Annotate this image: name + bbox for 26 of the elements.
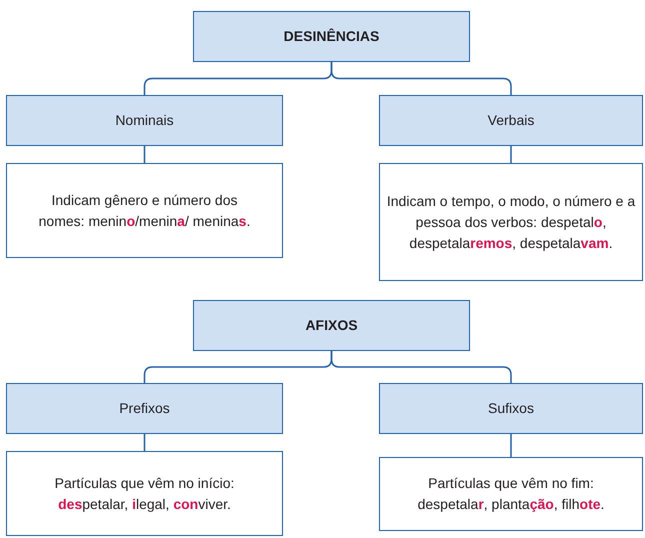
connector-line [330, 62, 512, 95]
node-text: Partículas que vêm no fim: despetalar, plantação, filhote. [416, 474, 606, 514]
description-box [379, 163, 643, 281]
category-box [6, 95, 283, 146]
node-text: Partículas que vêm no início: despetalar, ilegal, conviver. [54, 474, 236, 514]
node-text: Verbais [486, 111, 536, 130]
description-box [6, 163, 283, 258]
node-text: Indicam gênero e número dos nomes: menino/menina/ meninas. [38, 190, 252, 230]
node-text: Nominais [114, 111, 175, 130]
node-text: Sufixos [487, 399, 535, 418]
node-text: AFIXOS [304, 316, 359, 335]
description-box [6, 451, 283, 536]
title-box [193, 11, 470, 62]
connector-line [510, 146, 512, 163]
connector-line [144, 146, 146, 163]
node-text: DESINÊNCIAS [282, 27, 380, 46]
category-box [6, 383, 283, 434]
description-box [379, 457, 643, 531]
title-box [193, 300, 470, 351]
node-text: Prefixos [118, 399, 171, 418]
connector-line [330, 351, 512, 383]
node-text: Indicam o tempo, o modo, o número e a pessoa dos verbos: despetalo, despetalaremos, despetalavam. [386, 192, 636, 253]
category-box [379, 383, 643, 434]
connector-line [510, 434, 512, 457]
connector-line [144, 434, 146, 451]
category-box [379, 95, 643, 146]
